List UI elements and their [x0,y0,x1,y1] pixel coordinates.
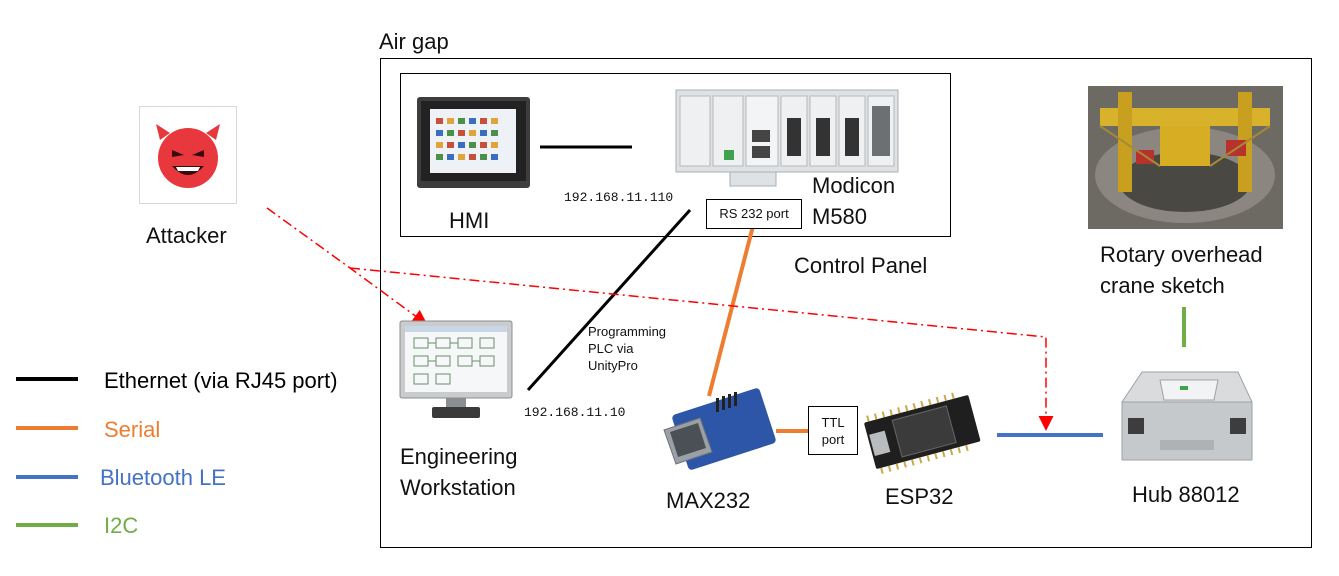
max232-label: MAX232 [666,488,751,513]
max232-module-image [663,388,776,470]
ethernet-link-plc-ews [526,208,692,392]
legend-ethernet-label: Ethernet (via RJ45 port) [104,368,338,393]
hub-88012-image [1121,371,1253,461]
attack-path-to-bluetooth [349,267,1054,431]
crane-label: Rotary overhead crane sketch [1100,242,1263,298]
modicon-plc-image [675,89,899,187]
attacker-label: Attacker [146,223,227,248]
air-gap-boundary [380,58,1312,548]
esp32-board-image [864,392,981,474]
esp32-label: ESP32 [885,484,954,509]
engineering-workstation-image [399,320,513,418]
ttl-port-box: TTL port [808,406,858,455]
crane-photo-image [1088,86,1283,229]
attack-path-to-ews [266,207,428,325]
attacker-devil-icon [139,106,237,204]
rs232-port-box: RS 232 port [706,199,802,229]
plc-ip-address: 192.168.11.110 [564,190,674,205]
ews-ip-address: 192.168.11.10 [524,405,626,420]
modicon-label: Modicon M580 [812,173,896,229]
hub-label: Hub 88012 [1132,482,1240,507]
programming-note: Programming PLC via UnityPro [588,324,667,373]
control-panel-label: Control Panel [794,253,928,278]
legend-i2c-label: I2C [104,513,139,538]
engineering-workstation-label: Engineering Workstation [400,444,518,500]
legend-serial-label: Serial [104,417,161,442]
serial-link-plc-max232 [707,225,755,397]
legend-bluetooth-label: Bluetooth LE [100,465,226,490]
control-panel-boundary [400,73,951,237]
hmi-label: HMI [449,208,490,233]
air-gap-label: Air gap [379,29,449,54]
hmi-device-image [417,97,530,188]
